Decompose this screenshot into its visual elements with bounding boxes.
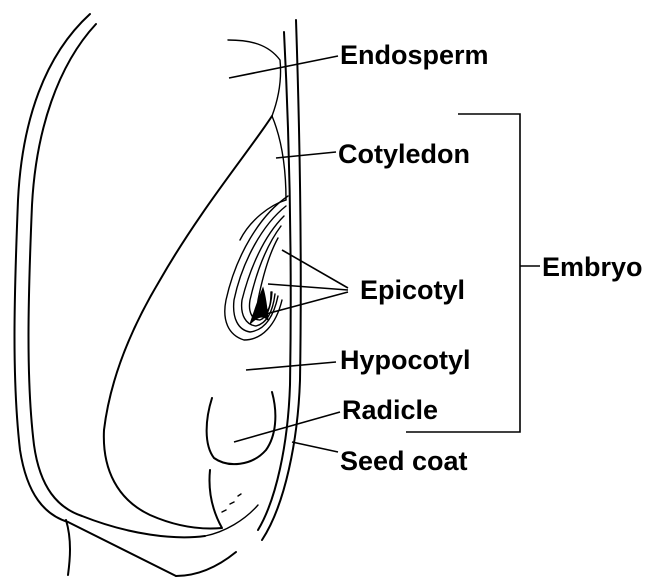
- epicotyl-leader-3: [266, 292, 348, 314]
- seed-drawing: [15, 14, 301, 576]
- cotyledon-leader: [276, 152, 336, 158]
- radicle-label: Radicle: [342, 395, 438, 425]
- cotyledon-label: Cotyledon: [338, 139, 470, 169]
- endosperm-leader: [229, 56, 338, 78]
- embryo-label: Embryo: [542, 252, 643, 282]
- epicotyl-leader-2: [268, 284, 348, 290]
- radicle-outline: [207, 392, 276, 464]
- epicotyl-leader-1: [282, 250, 348, 288]
- labels: Endosperm Cotyledon Epicotyl Hypocotyl R…: [338, 40, 643, 476]
- seed-coat-dots: [222, 494, 241, 512]
- radicle-leader: [234, 412, 340, 442]
- seed-coat-outer-outline: [15, 14, 301, 576]
- seed-coat-label: Seed coat: [340, 446, 468, 476]
- endosperm-outline: [228, 40, 281, 116]
- hypocotyl-label: Hypocotyl: [340, 345, 471, 375]
- seed-base-curve: [205, 505, 258, 536]
- endosperm-label: Endosperm: [340, 40, 489, 70]
- leader-lines: [229, 56, 540, 452]
- epicotyl-label: Epicotyl: [360, 275, 465, 305]
- seed-coat-leader: [292, 442, 338, 452]
